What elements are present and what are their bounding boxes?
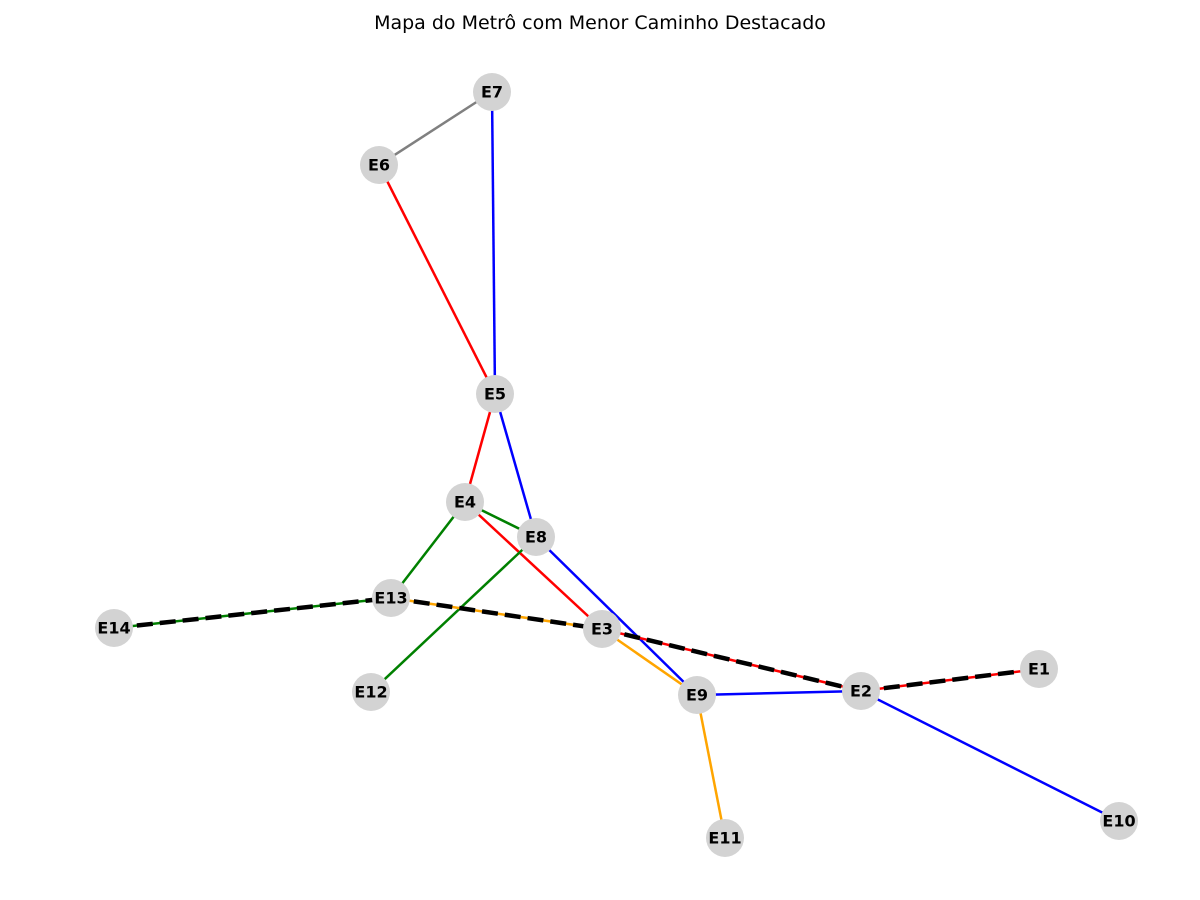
chart-title: Mapa do Metrô com Menor Caminho Destacad…	[374, 12, 826, 34]
edge-e7-e6	[378, 90, 493, 167]
station-label-e9: E9	[686, 686, 708, 705]
path-segment-e14-e13	[113, 595, 392, 631]
station-label-e6: E6	[368, 156, 390, 175]
station-node-e4	[446, 483, 484, 521]
station-e5: E5	[476, 375, 514, 413]
edge-e9-e11	[695, 694, 727, 839]
station-e8: E8	[517, 518, 555, 556]
station-node-e5	[476, 375, 514, 413]
station-node-e9	[678, 676, 716, 714]
edge-e4-e3	[464, 501, 603, 630]
station-e9: E9	[678, 676, 716, 714]
station-e1: E1	[1020, 650, 1058, 688]
station-label-e10: E10	[1102, 812, 1135, 831]
station-label-e7: E7	[481, 83, 503, 102]
edge-e5-e8	[493, 393, 538, 538]
station-e11: E11	[706, 819, 744, 857]
station-node-e12	[352, 673, 390, 711]
station-e13: E13	[372, 579, 410, 617]
path-segment-e2-e1	[860, 666, 1040, 694]
station-e3: E3	[583, 610, 621, 648]
station-e7: E7	[473, 73, 511, 111]
station-e14: E14	[95, 609, 133, 647]
path-segment-e13-e3	[390, 595, 603, 632]
station-e10: E10	[1100, 802, 1138, 840]
station-node-e13	[372, 579, 410, 617]
station-node-e7	[473, 73, 511, 111]
station-node-e14	[95, 609, 133, 647]
edge-e6-e5	[377, 164, 497, 395]
station-e4: E4	[446, 483, 484, 521]
station-label-e8: E8	[525, 528, 547, 547]
edge-e2-e10	[860, 689, 1120, 823]
station-label-e2: E2	[850, 682, 872, 701]
station-label-e1: E1	[1028, 660, 1050, 679]
station-label-e13: E13	[374, 589, 407, 608]
edge-e3-e9	[601, 627, 698, 697]
station-label-e14: E14	[97, 619, 130, 638]
edge-e3-e2	[601, 627, 862, 693]
station-node-e1	[1020, 650, 1058, 688]
station-e6: E6	[360, 146, 398, 184]
station-label-e4: E4	[454, 493, 476, 512]
station-e2: E2	[842, 672, 880, 710]
station-node-e6	[360, 146, 398, 184]
station-node-e2	[842, 672, 880, 710]
shortest-path-layer	[113, 595, 1040, 694]
station-node-e10	[1100, 802, 1138, 840]
edge-e8-e12	[370, 536, 537, 693]
station-node-e11	[706, 819, 744, 857]
edge-e7-e5	[490, 91, 497, 395]
station-label-e5: E5	[484, 385, 506, 404]
edges-layer	[113, 90, 1120, 839]
edge-e9-e2	[696, 689, 862, 697]
path-segment-e3-e2	[601, 626, 862, 694]
station-node-e3	[583, 610, 621, 648]
station-e12: E12	[352, 673, 390, 711]
edge-e8-e9	[535, 536, 698, 696]
station-node-e8	[517, 518, 555, 556]
station-label-e12: E12	[354, 683, 387, 702]
edge-e4-e13	[390, 501, 466, 599]
station-label-e3: E3	[591, 620, 613, 639]
station-label-e11: E11	[708, 829, 741, 848]
